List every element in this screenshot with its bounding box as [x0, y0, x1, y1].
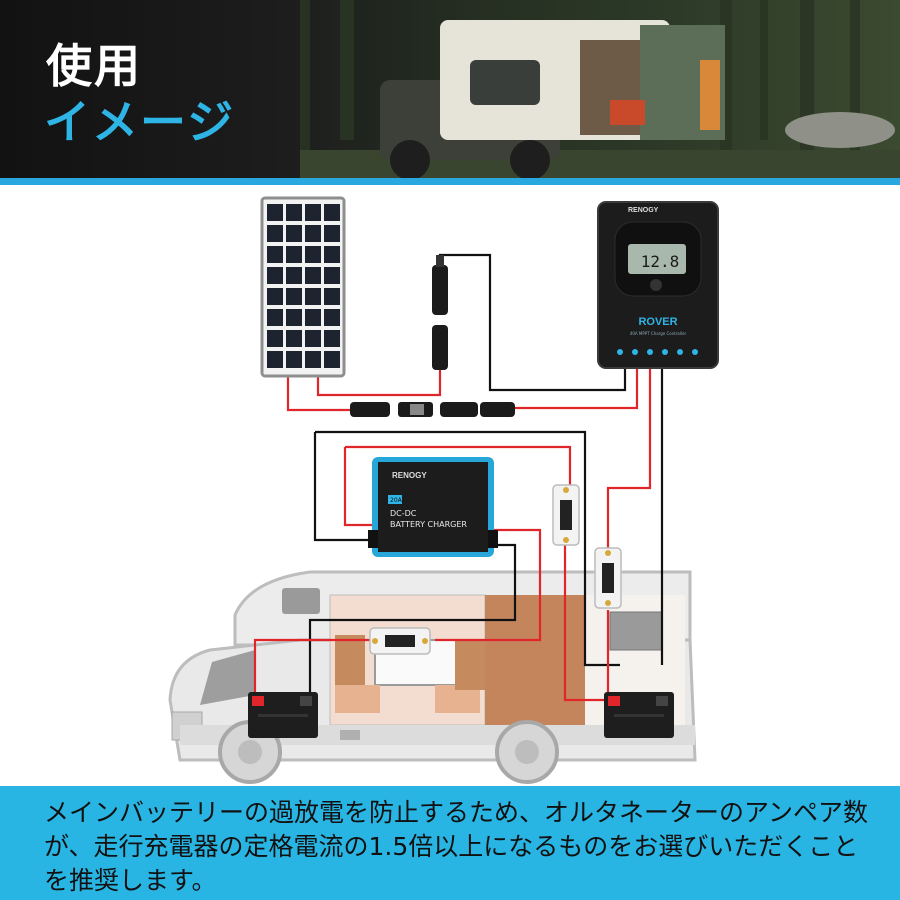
controller-brand: RENOGY [628, 207, 659, 214]
fuse-icon [369, 627, 431, 655]
wiring-diagram: RENOGY 12.8 ROVER 40A MPPT Charge Contro… [168, 196, 719, 784]
header-accent-stripe [0, 178, 900, 185]
charger-label-1: DC-DC [390, 509, 417, 518]
charger-badge: 20A [390, 497, 403, 504]
page-title: 使用 [46, 39, 142, 93]
charger-brand: RENOGY [392, 471, 427, 480]
fuse-icon [552, 484, 580, 546]
camping-truck-photo [300, 0, 900, 180]
controller-subtitle: 40A MPPT Charge Controller [630, 331, 687, 336]
wiring [253, 253, 664, 702]
footer-note-panel: メインバッテリーの過放電を防止するため、オルタネーターのアンペア数が、走行充電器… [0, 786, 900, 900]
dc-dc-charger-icon [368, 457, 498, 557]
page-subtitle: イメージ [44, 95, 236, 149]
fuse-icon [594, 547, 622, 609]
header-banner: 使用 イメージ [0, 0, 900, 180]
motorhome-illustration [168, 570, 697, 784]
controller-model: ROVER [638, 316, 677, 328]
footer-description: メインバッテリーの過放電を防止するため、オルタネーターのアンペア数が、走行充電器… [44, 798, 869, 895]
battery-icon [248, 692, 318, 738]
solar-panel-icon [260, 196, 346, 378]
charge-controller-icon [597, 201, 719, 369]
controller-lcd-value: 12.8 [641, 252, 680, 271]
battery-icon [604, 692, 674, 738]
charger-label-2: BATTERY CHARGER [390, 520, 467, 529]
mc4-connector-icon [350, 255, 515, 417]
